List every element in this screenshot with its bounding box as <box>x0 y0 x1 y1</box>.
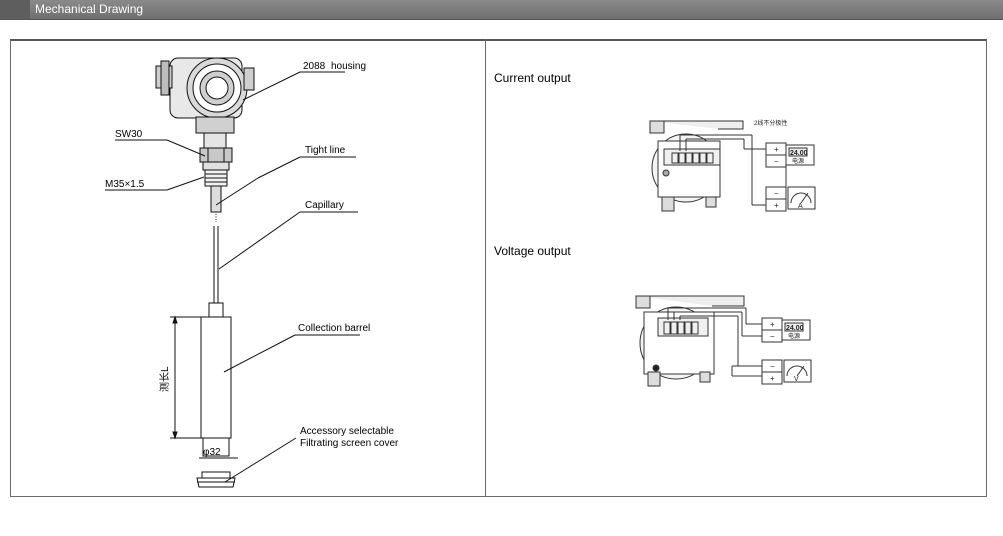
current-output-wiring-diagram: 2线不分极性 + − − + 24.00 电源 A <box>649 119 816 212</box>
power-value: 24.00 <box>790 150 808 157</box>
voltage-output-wiring-diagram: + − − + 24.00 电源 V <box>635 295 812 387</box>
plus-sign: + <box>770 374 775 383</box>
minus-sign: − <box>770 332 775 341</box>
wrench-size-label: SW30 <box>115 129 143 140</box>
frame-divider <box>485 39 486 496</box>
diameter-label: φ32 <box>203 447 221 458</box>
tight-line-label: Tight line <box>305 145 346 156</box>
power-value: 24.00 <box>786 325 804 332</box>
minus-sign: − <box>774 189 779 198</box>
header-accent-block <box>0 0 30 19</box>
accessory-label: Accessory selectable <box>300 426 394 437</box>
plus-sign: + <box>774 201 779 210</box>
transmitter-housing <box>155 57 255 149</box>
ammeter-unit: A <box>798 203 803 210</box>
section-header-bar: Mechanical Drawing <box>0 0 1003 20</box>
voltage-output-heading: Voltage output <box>494 244 571 258</box>
housing-code-label: 2088 <box>303 61 326 72</box>
voltmeter-unit: V <box>794 376 799 383</box>
housing-label: housing <box>331 61 366 72</box>
minus-sign: − <box>774 157 779 166</box>
filter-cover-label: Filtrating screen cover <box>300 438 399 449</box>
current-output-heading: Current output <box>494 71 571 85</box>
mechanical-drawing: 2088 housing SW30 M35×1.5 Tight line Cap… <box>105 57 399 488</box>
collection-barrel-label: Collection barrel <box>298 323 370 334</box>
thread-label: M35×1.5 <box>105 179 145 190</box>
wiring-note: 2线不分极性 <box>754 119 787 127</box>
minus-sign: − <box>770 362 775 371</box>
section-title: Mechanical Drawing <box>35 2 144 16</box>
hex-nut-fitting <box>199 147 233 187</box>
plus-sign: + <box>770 320 775 329</box>
power-label: 电源 <box>788 332 800 340</box>
capillary-label: Capillary <box>305 200 344 211</box>
plus-sign: + <box>774 145 779 154</box>
drawing-frame <box>10 39 987 497</box>
length-label: 测长L <box>158 366 171 392</box>
power-label: 电源 <box>792 157 804 165</box>
